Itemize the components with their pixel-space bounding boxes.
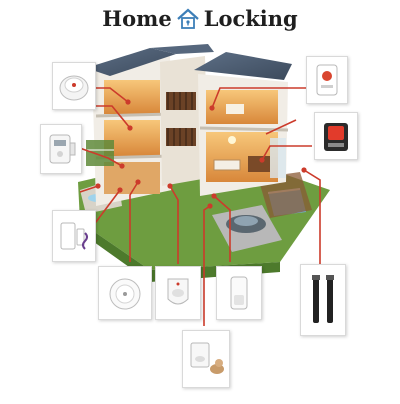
beam-detector-card[interactable]	[300, 264, 346, 336]
house-center-block	[160, 56, 208, 186]
smoke-detector-card[interactable]	[52, 62, 96, 110]
curtain-sensor-icon	[230, 276, 248, 310]
smoke-alarm-icon	[109, 278, 141, 310]
siren-icon	[324, 123, 348, 151]
house-logo-icon	[176, 8, 199, 29]
door-sensor-icon	[60, 222, 88, 250]
siren-card[interactable]	[314, 112, 358, 160]
panic-button-icon	[316, 64, 338, 96]
curtain-sensor-card[interactable]	[216, 266, 262, 320]
smoke-alarm-card[interactable]	[98, 266, 152, 320]
roof-left	[86, 48, 176, 76]
pir-sensor-icon	[167, 278, 189, 305]
connector-dots	[95, 99, 307, 209]
pet-pir-icon	[190, 342, 224, 374]
pir-sensor-card[interactable]	[155, 266, 201, 320]
panic-button-card[interactable]	[306, 56, 348, 104]
gas-detector-icon	[49, 134, 76, 164]
beam-detector-icon	[312, 275, 334, 323]
page-title: Home Locking	[0, 6, 400, 31]
connector-lines	[73, 87, 321, 326]
smoke-detector-icon	[59, 75, 89, 101]
title-locking: Locking	[203, 6, 298, 31]
pet-pir-card[interactable]	[182, 330, 230, 388]
roof-right	[194, 52, 292, 80]
gas-detector-card[interactable]	[40, 124, 82, 174]
title-home: Home	[102, 6, 172, 31]
door-sensor-card[interactable]	[52, 210, 96, 262]
